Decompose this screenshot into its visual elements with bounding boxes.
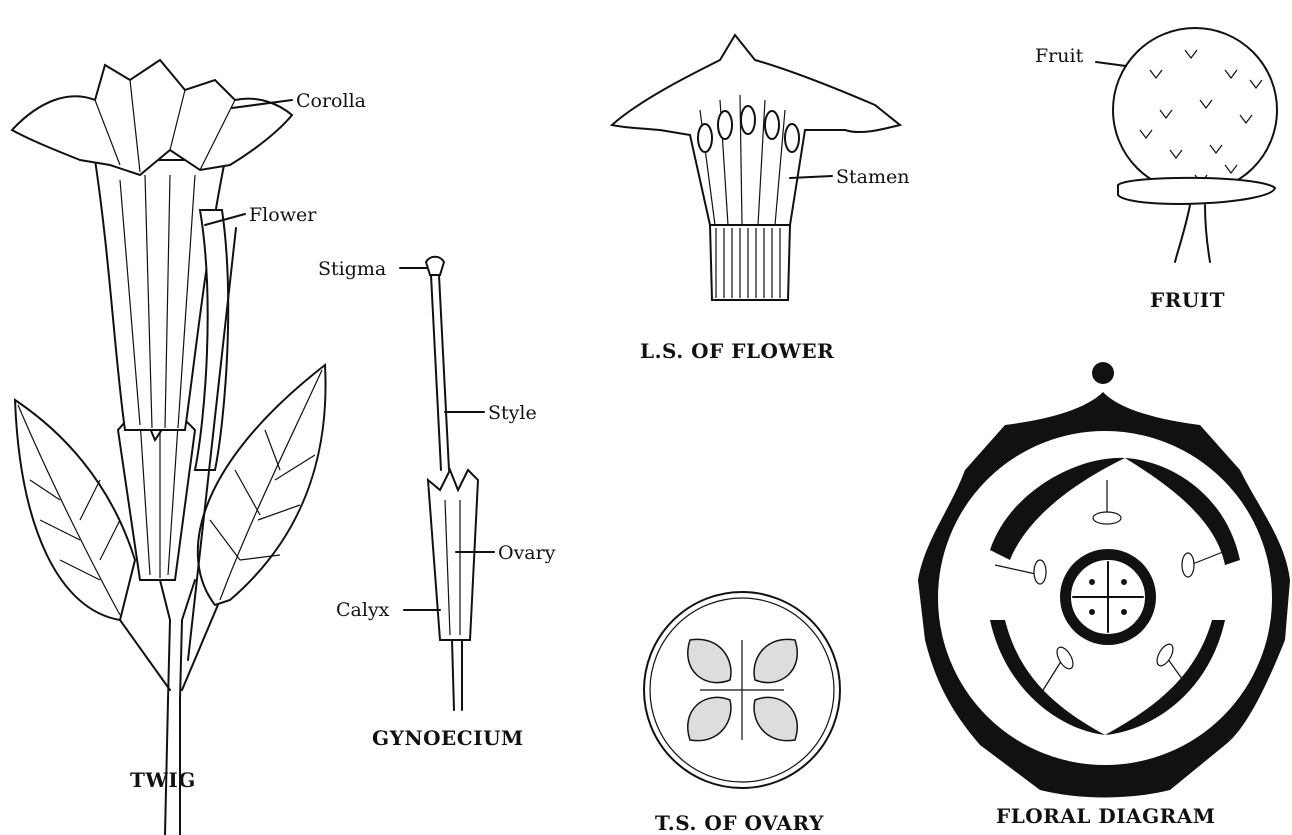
label-flower: Flower xyxy=(249,204,317,226)
gynoecium-stigma xyxy=(426,257,444,275)
label-style: Style xyxy=(488,402,537,424)
label-fruit: Fruit xyxy=(1035,45,1084,67)
ls-flower-corolla xyxy=(612,35,900,225)
caption-ts-ovary: T.S. OF OVARY xyxy=(655,811,824,835)
label-stigma: Stigma xyxy=(318,258,386,280)
floral-axis-dot xyxy=(1092,362,1114,384)
caption-fruit: FRUIT xyxy=(1150,288,1225,312)
caption-ls-flower: L.S. OF FLOWER xyxy=(640,339,834,363)
label-stamen: Stamen xyxy=(836,166,909,188)
twig-corolla-limb xyxy=(12,60,292,175)
twig-figure xyxy=(12,60,326,835)
twig-left-leaf xyxy=(15,400,135,620)
label-ovary: Ovary xyxy=(498,542,556,564)
label-calyx: Calyx xyxy=(336,599,390,621)
label-corolla: Corolla xyxy=(296,90,366,112)
ls-flower-calyx xyxy=(710,225,790,300)
fruit-figure xyxy=(1096,28,1277,262)
twig-stem xyxy=(160,580,170,835)
ts-ovary-figure xyxy=(644,592,840,788)
gynoecium-figure xyxy=(400,257,494,710)
gynoecium-calyx xyxy=(428,470,478,640)
caption-floral-diagram: FLORAL DIAGRAM xyxy=(996,804,1215,828)
caption-gynoecium: GYNOECIUM xyxy=(372,726,524,750)
floral-diagram-figure xyxy=(918,362,1290,798)
caption-twig: TWIG xyxy=(130,768,196,792)
fruit-calyx xyxy=(1118,178,1275,204)
